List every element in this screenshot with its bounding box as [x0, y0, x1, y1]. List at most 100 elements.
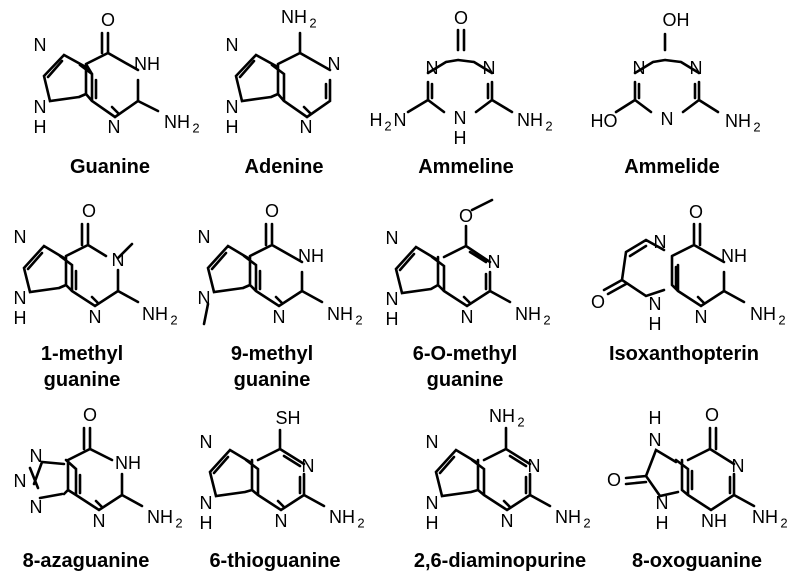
atom-n: N: [200, 432, 213, 452]
atom-o: O: [705, 405, 719, 425]
atom-n: N: [112, 250, 125, 270]
molecule-label: guanine: [44, 369, 121, 391]
atom-nh: NH: [115, 453, 141, 473]
atom-subscript: 2: [170, 313, 177, 328]
molecule-2-6-diaminopurine: NH 2 N N N N H NH 2: [426, 406, 591, 533]
atom-subscript: 2: [355, 313, 362, 328]
molecule-label: 2,6-diaminopurine: [414, 550, 586, 572]
atom-n: N: [695, 307, 708, 327]
atom-nh2: NH: [281, 7, 307, 27]
atom-n: N: [649, 294, 662, 314]
atom-nh: NH: [721, 246, 747, 266]
atom-nh2: NH: [329, 507, 355, 527]
molecule-guanine: O NH N N N H NH 2: [34, 10, 200, 137]
atom-n: N: [198, 288, 211, 308]
atom-n: N: [732, 456, 745, 476]
atom-h: H: [34, 117, 47, 137]
atom-n: N: [656, 493, 669, 513]
atom-n: N: [661, 109, 674, 129]
atom-subscript: 2: [357, 516, 364, 531]
atom-o: O: [459, 206, 473, 226]
molecule-label: guanine: [427, 369, 504, 391]
atom-h: H: [426, 513, 439, 533]
atom-nh2: NH: [489, 406, 515, 426]
atom-oh: OH: [663, 10, 690, 30]
atom-n: N: [386, 289, 399, 309]
atom-nh2: NH: [164, 112, 190, 132]
atom-subscript: 2: [583, 516, 590, 531]
atom-n: N: [14, 471, 27, 491]
atom-subscript: 2: [753, 120, 760, 135]
atom-n: N: [89, 307, 102, 327]
atom-nh: NH: [701, 511, 727, 531]
atom-h: H: [386, 309, 399, 329]
atom-subscript: 2: [175, 516, 182, 531]
molecule-label: Ammeline: [418, 156, 514, 178]
atom-n: N: [226, 35, 239, 55]
atom-o: O: [83, 405, 97, 425]
molecule-8-azaguanine: O NH N N N N NH 2: [14, 405, 183, 531]
atom-nh2: NH: [517, 110, 543, 130]
atom-n: N: [108, 117, 121, 137]
atom-n: N: [198, 227, 211, 247]
atom-o: O: [689, 202, 703, 222]
atom-nh2: NH: [725, 111, 751, 131]
atom-nh2: NH: [752, 507, 778, 527]
molecule-8-oxoguanine: O N NH H N N H O NH 2: [607, 405, 788, 533]
atom-n: N: [34, 97, 47, 117]
atom-nh2: NH: [515, 304, 541, 324]
molecule-label: 8-azaguanine: [23, 550, 150, 572]
atom-subscript: 2: [517, 415, 524, 430]
atom-n: N: [30, 446, 43, 466]
atom-n: N: [14, 227, 27, 247]
atom-n: N: [426, 493, 439, 513]
atom-n: N: [226, 97, 239, 117]
atom-nh2: NH: [750, 304, 776, 324]
atom-n: N: [528, 456, 541, 476]
atom-nh2: NH: [147, 507, 173, 527]
atom-n: N: [273, 307, 286, 327]
molecule-label: 1-methyl: [41, 343, 123, 365]
atom-o: O: [82, 201, 96, 221]
atom-subscript: 2: [780, 516, 787, 531]
molecule-label: Adenine: [245, 156, 324, 178]
atom-h: H: [200, 513, 213, 533]
atom-o: O: [591, 292, 605, 312]
molecule-isoxanthopterin: O NH N N N H O NH 2: [591, 202, 786, 334]
atom-n: N: [654, 232, 667, 252]
atom-nh: NH: [134, 54, 160, 74]
atom-h2n: H: [370, 110, 383, 130]
atom-nh2: NH: [555, 507, 581, 527]
molecule-adenine: NH 2 N N N N H: [226, 7, 341, 137]
atom-subscript: 2: [192, 121, 199, 136]
atom-n: N: [690, 58, 703, 78]
atom-n: N: [30, 497, 43, 517]
molecule-label: guanine: [234, 369, 311, 391]
atom-n: N: [302, 456, 315, 476]
atom-sh: SH: [275, 408, 300, 428]
atom-h: H: [649, 408, 662, 428]
atom-n: N: [386, 228, 399, 248]
atom-n: N: [328, 54, 341, 74]
atom-nh: NH: [298, 246, 324, 266]
atom-o: O: [607, 470, 621, 490]
atom-h: H: [14, 308, 27, 328]
molecule-label: Ammelide: [624, 156, 720, 178]
atom-n: N: [501, 511, 514, 531]
molecule-6-thioguanine: SH N N N N H NH 2: [200, 408, 365, 533]
molecule-label: 6-thioguanine: [209, 550, 340, 572]
atom-n: N: [488, 252, 501, 272]
atom-n: N: [483, 58, 496, 78]
atom-nh2: NH: [327, 304, 353, 324]
atom-subscript: 2: [384, 119, 391, 134]
molecule-label: Guanine: [70, 156, 150, 178]
atom-n: N: [426, 58, 439, 78]
molecule-label: 9-methyl: [231, 343, 313, 365]
molecule-1-methylguanine: O N N N N H NH 2: [14, 201, 178, 328]
atom-o: O: [454, 8, 468, 28]
atom-n: N: [649, 430, 662, 450]
atom-o: O: [265, 201, 279, 221]
atom-h: H: [226, 117, 239, 137]
atom-nh2: NH: [142, 304, 168, 324]
